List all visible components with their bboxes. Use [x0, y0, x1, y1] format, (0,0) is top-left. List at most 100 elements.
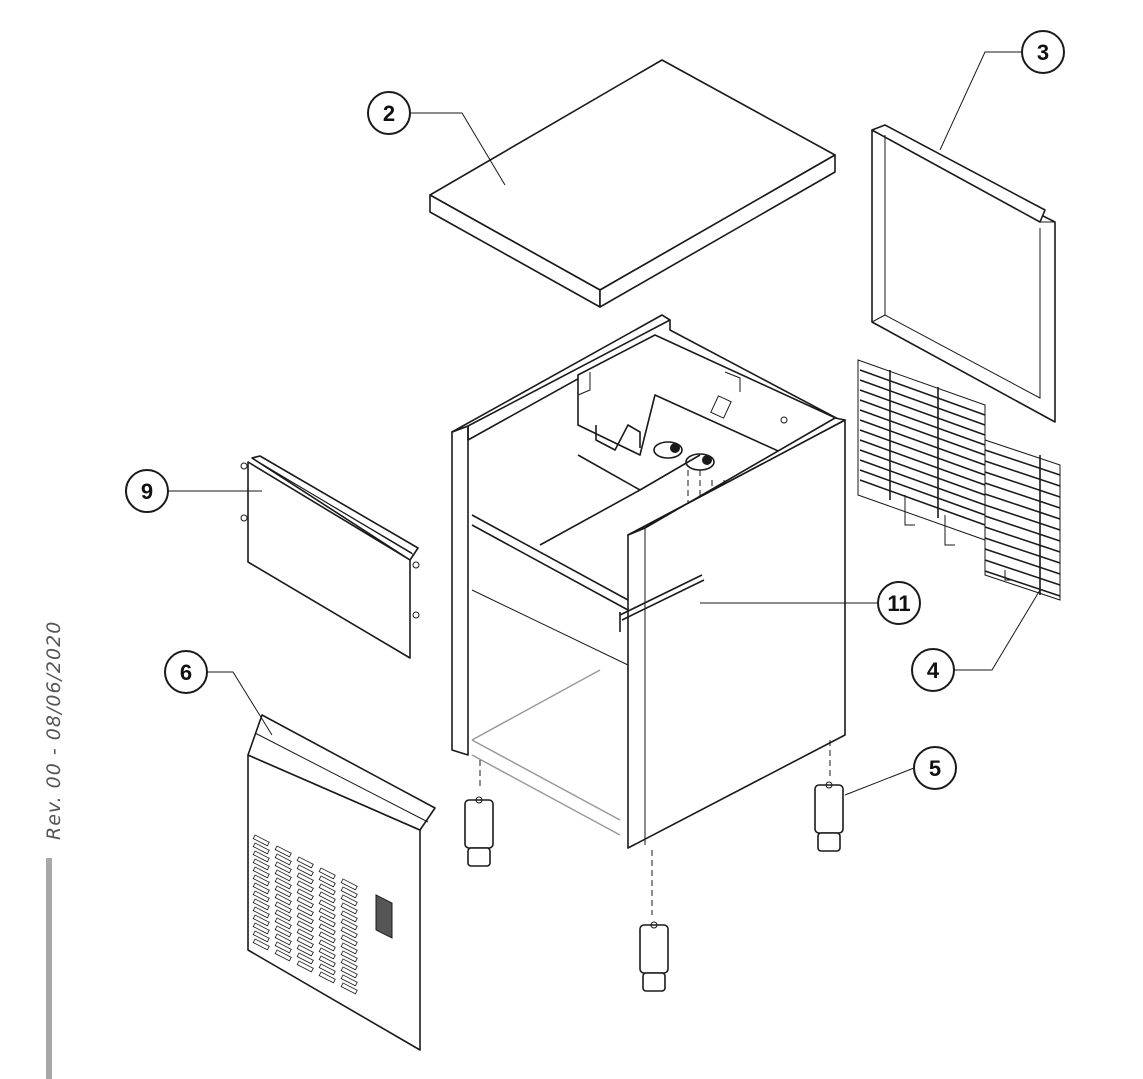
grid-row [859, 469, 986, 516]
part-cabinet [451, 314, 846, 849]
grid-row [859, 409, 986, 456]
louver-slot [318, 963, 336, 976]
grid-row [859, 369, 986, 416]
louver-slot [340, 982, 358, 995]
louver-slot [318, 939, 336, 952]
louver-slot [296, 912, 314, 925]
louver-slot [274, 877, 292, 890]
louver-slot [340, 918, 358, 931]
louver-slot [252, 922, 270, 935]
callout-3-label: 3 [1037, 40, 1049, 65]
louver-slot [274, 845, 292, 858]
callout-9: 9 [125, 469, 262, 513]
louver-slot [252, 938, 270, 951]
louver-slot [252, 858, 270, 871]
louver-slot [340, 926, 358, 939]
louver-slot [274, 949, 292, 962]
louver-slot [274, 925, 292, 938]
foot-left [464, 760, 494, 867]
grid-row [859, 389, 986, 436]
grid-row [859, 439, 986, 486]
louver-slot [296, 888, 314, 901]
louver-slot [252, 834, 270, 847]
louver-slot [340, 902, 358, 915]
callout-9-label: 9 [141, 479, 153, 504]
louver-slot [318, 915, 336, 928]
louver-slot [274, 917, 292, 930]
louver-slot [296, 920, 314, 933]
louver-slot [340, 878, 358, 891]
callout-3: 3 [939, 30, 1065, 151]
louver-slot [252, 874, 270, 887]
louver-slot [252, 906, 270, 919]
louver-slot [296, 944, 314, 957]
louver-slot [274, 909, 292, 922]
louver-slot [296, 880, 314, 893]
louver-slot [252, 930, 270, 943]
louver-slot [340, 974, 358, 987]
foot-center [639, 850, 669, 992]
grid-row [859, 479, 986, 526]
valve-fittings [653, 441, 715, 471]
louver-slot [318, 891, 336, 904]
grid-row [859, 399, 986, 446]
louver-slot [252, 842, 270, 855]
grid-row [984, 515, 1061, 542]
grid-row [859, 379, 986, 426]
louver-slot [274, 933, 292, 946]
louver-slot [274, 853, 292, 866]
louver-slot [318, 923, 336, 936]
grid-row [984, 559, 1061, 586]
revision-bar [46, 858, 52, 1079]
louver-slot [340, 958, 358, 971]
part-feet [464, 740, 844, 992]
part-top-lid [429, 59, 836, 308]
callout-4: 4 [911, 589, 1041, 692]
louver-slot [274, 901, 292, 914]
grid-row [984, 548, 1061, 575]
louver-slot [252, 898, 270, 911]
louver-slot [318, 907, 336, 920]
grid-row [984, 504, 1061, 531]
louver-slot [340, 934, 358, 947]
louver-slot [252, 914, 270, 927]
louver-slot [318, 875, 336, 888]
louver-slot [296, 872, 314, 885]
part-rear-panel [871, 124, 1056, 423]
louver-slot [296, 960, 314, 973]
louver-slot [274, 941, 292, 954]
louver-slot [340, 942, 358, 955]
grid-row [984, 460, 1061, 487]
grid-row [984, 482, 1061, 509]
part-condenser-grid [857, 359, 1061, 601]
louver-slot [340, 894, 358, 907]
louver-slot [274, 861, 292, 874]
revision-label: Rev. 00 - 08/06/2020 [43, 621, 65, 1079]
grid-row [984, 449, 1061, 476]
grid-row [984, 570, 1061, 597]
front-panel-slot [375, 894, 393, 939]
grid-row [859, 459, 986, 506]
callout-5-label: 5 [929, 756, 941, 781]
part-front-panel [247, 714, 436, 1051]
louver-slot [340, 966, 358, 979]
callout-2-label: 2 [383, 101, 395, 126]
louver-slot [296, 928, 314, 941]
louver-slot [274, 885, 292, 898]
callout-6: 6 [164, 650, 273, 736]
louver-slot [296, 864, 314, 877]
louver-slot [296, 936, 314, 949]
callout-6-label: 6 [180, 660, 192, 685]
callout-11-label: 11 [887, 591, 910, 616]
part-side-panel [240, 455, 420, 659]
louver-slot [296, 952, 314, 965]
callout-11: 11 [700, 581, 921, 625]
grid-row [859, 449, 986, 496]
callout-2: 2 [367, 91, 506, 186]
louver-slot [318, 971, 336, 984]
grid-row [984, 537, 1061, 564]
grid-row [984, 493, 1061, 520]
louver-slot [318, 899, 336, 912]
louver-slot [252, 850, 270, 863]
